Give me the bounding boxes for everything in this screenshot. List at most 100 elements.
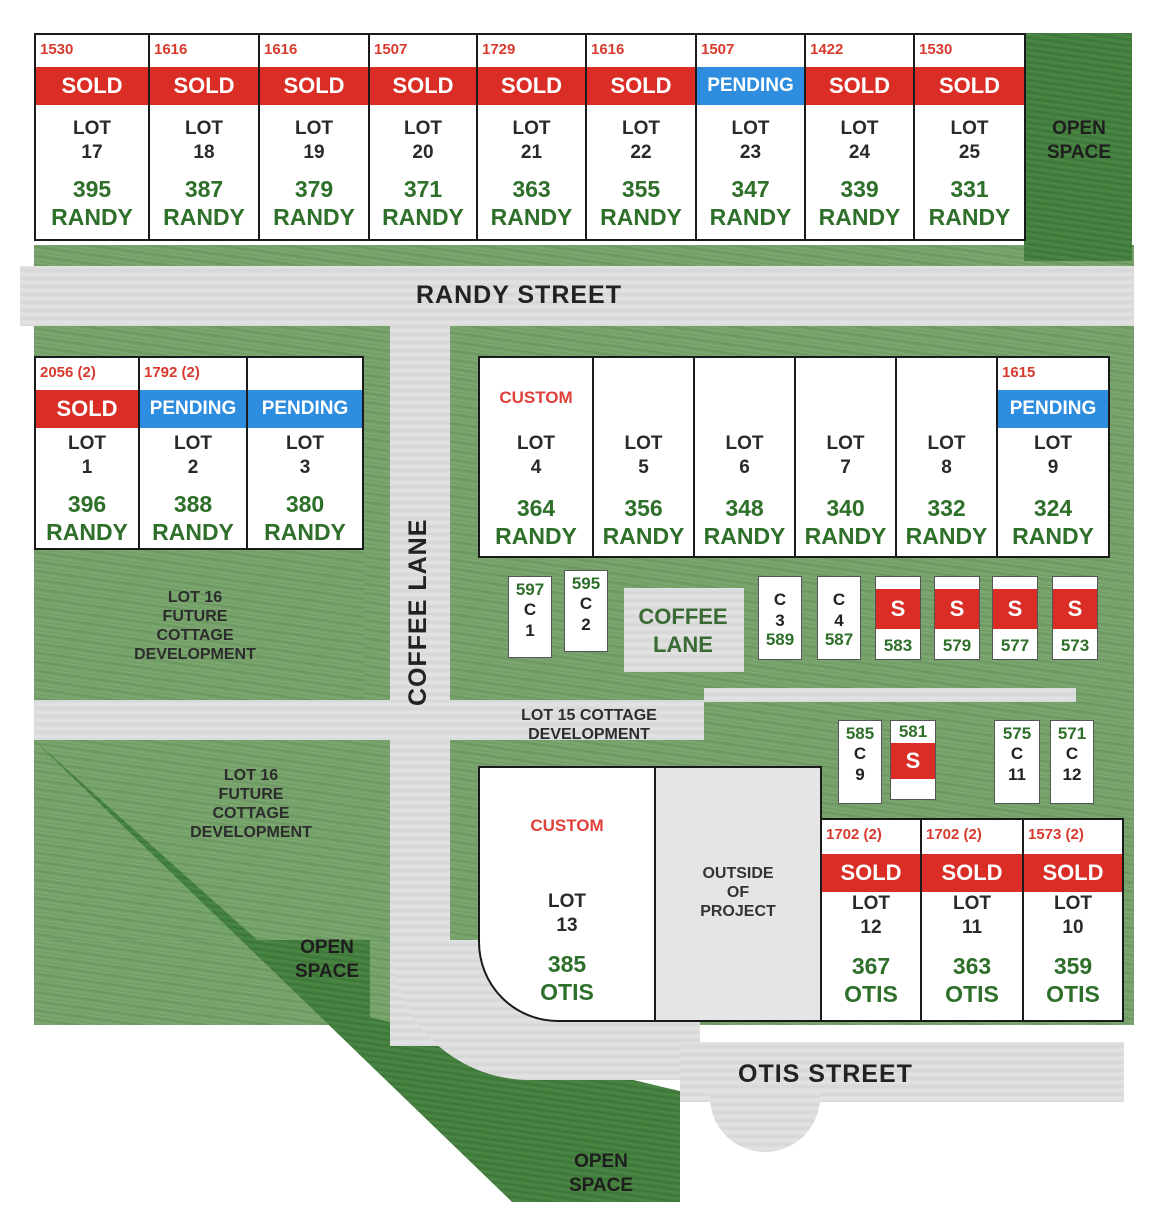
lot-word: LOT bbox=[1034, 433, 1072, 454]
status-badge: SOLD bbox=[915, 67, 1024, 105]
lot-word: LOT bbox=[548, 891, 586, 912]
lot-label: LOT 21 bbox=[478, 117, 585, 165]
lot-number: 21 bbox=[520, 142, 543, 163]
address-number: 364 bbox=[516, 495, 556, 521]
cottage-number: 1 bbox=[525, 621, 535, 640]
custom-label: CUSTOM bbox=[499, 388, 573, 407]
coffee-lane-plaza bbox=[624, 588, 744, 672]
lot-number: 3 bbox=[299, 457, 311, 478]
lot-word: LOT bbox=[512, 118, 551, 139]
address-street: OTIS bbox=[1046, 981, 1100, 1007]
cottage-sold-badge: S bbox=[876, 589, 920, 629]
open-space-top-label: OPEN SPACE bbox=[1046, 118, 1112, 163]
cottage-sold-badge: S bbox=[891, 743, 935, 779]
lot-word: LOT bbox=[953, 893, 991, 914]
address-number: 348 bbox=[725, 495, 764, 521]
lot-label: LOT 11 bbox=[922, 892, 1022, 940]
lot16-label-b: LOT 16 FUTURE COTTAGE DEVELOPMENT bbox=[190, 767, 312, 841]
address-number: 385 bbox=[547, 951, 587, 977]
lot-word: LOT bbox=[826, 433, 865, 454]
cottage-address: 573 bbox=[1060, 636, 1090, 655]
address-street: RANDY bbox=[273, 204, 355, 230]
otis-cul-de-sac bbox=[710, 1090, 820, 1152]
lot-price: 1616 bbox=[154, 41, 188, 58]
address-street: RANDY bbox=[46, 519, 128, 545]
cottage-letter: C bbox=[1065, 744, 1079, 763]
lot-number: 5 bbox=[638, 457, 649, 478]
lot-number: 19 bbox=[303, 142, 325, 163]
cottage-address: 579 bbox=[942, 636, 972, 655]
lot-number: 10 bbox=[1062, 917, 1084, 938]
lot-number: 7 bbox=[840, 457, 851, 478]
otis-street-label: OTIS STREET bbox=[738, 1060, 913, 1088]
custom-label: CUSTOM bbox=[530, 816, 604, 835]
address-street: RANDY bbox=[709, 204, 792, 230]
lot-number: 22 bbox=[630, 142, 652, 163]
address-street: RANDY bbox=[703, 523, 786, 549]
address-street: RANDY bbox=[600, 204, 682, 230]
cottage-address: 589 bbox=[765, 630, 795, 649]
cottage-letter: C bbox=[579, 594, 593, 613]
randy-street-road bbox=[20, 266, 1134, 326]
lot-word: LOT bbox=[624, 433, 663, 454]
status-badge: SOLD bbox=[822, 854, 920, 892]
lot-word: LOT bbox=[404, 118, 442, 139]
randy-street-label: RANDY STREET bbox=[416, 281, 623, 309]
lot-number: 4 bbox=[530, 457, 542, 478]
lot-number: 20 bbox=[412, 142, 434, 163]
lot-number: 11 bbox=[961, 917, 983, 938]
status-badge: SOLD bbox=[370, 67, 476, 105]
outside-of-project: OUTSIDE OF PROJECT bbox=[654, 766, 822, 1022]
address-street: RANDY bbox=[163, 204, 245, 230]
address-street: RANDY bbox=[1012, 523, 1094, 549]
address-street: OTIS bbox=[945, 981, 999, 1007]
lot-price: 1507 bbox=[701, 41, 735, 58]
